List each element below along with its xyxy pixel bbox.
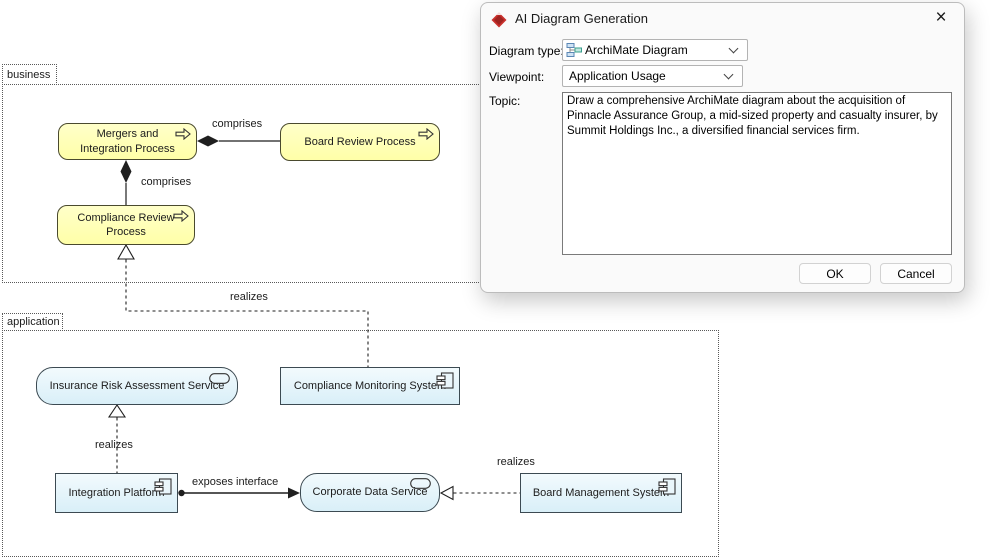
diagram-type-select[interactable]: ArchiMate Diagram	[562, 39, 748, 61]
chevron-down-icon	[728, 43, 739, 54]
application-service-icon	[209, 373, 230, 384]
node-label: Board Review Process	[304, 135, 416, 148]
component-icon	[436, 372, 454, 389]
node-corporate-data-service[interactable]: Corporate Data Service	[300, 473, 440, 512]
node-label: Corporate Data Service	[312, 486, 428, 499]
ai-diagram-generation-dialog: AI Diagram Generation × Diagram type: Ar…	[480, 2, 965, 293]
node-board-review-process[interactable]: Board Review Process	[280, 123, 440, 161]
node-label: Integration Platform	[68, 486, 165, 499]
node-label: Mergers and Integration Process	[80, 128, 175, 155]
node-compliance-review-process[interactable]: Compliance Review Process	[57, 205, 195, 245]
group-tab-application[interactable]: application	[2, 313, 63, 331]
application-service-icon	[410, 478, 431, 489]
node-label: Compliance Review Process	[77, 211, 175, 238]
viewpoint-label: Viewpoint:	[489, 70, 545, 84]
business-process-icon	[418, 127, 434, 141]
node-board-management-system[interactable]: Board Management System	[520, 473, 682, 513]
component-icon	[658, 478, 676, 495]
edge-label-comprises-2[interactable]: comprises	[141, 176, 192, 188]
node-integration-platform[interactable]: Integration Platform	[55, 473, 178, 513]
node-insurance-risk-assessment-service[interactable]: Insurance Risk Assessment Service	[36, 367, 238, 405]
ok-button[interactable]: OK	[799, 263, 871, 284]
edge-label-realizes-3[interactable]: realizes	[497, 456, 535, 468]
group-tab-business[interactable]: business	[2, 64, 57, 85]
edge-label-realizes-1[interactable]: realizes	[230, 291, 268, 303]
node-label: Insurance Risk Assessment Service	[49, 379, 225, 392]
node-compliance-monitoring-system[interactable]: Compliance Monitoring System	[280, 367, 460, 405]
archimate-diagram-icon	[566, 42, 582, 58]
edge-label-exposes-interface[interactable]: exposes interface	[192, 476, 279, 488]
edge-label-comprises-1[interactable]: comprises	[212, 118, 263, 130]
viewpoint-select[interactable]: Application Usage	[562, 65, 743, 87]
topic-label: Topic:	[489, 94, 521, 108]
node-label: Compliance Monitoring System	[293, 379, 447, 392]
business-process-icon	[173, 209, 189, 223]
edge-label-realizes-2[interactable]: realizes	[95, 439, 133, 451]
viewpoint-value: Application Usage	[569, 69, 666, 83]
group-label-business: business	[7, 68, 51, 81]
diagram-type-label: Diagram type:	[489, 44, 564, 58]
business-process-icon	[175, 127, 191, 141]
diagram-type-value: ArchiMate Diagram	[585, 43, 688, 57]
node-label: Board Management System	[532, 486, 670, 499]
chevron-down-icon	[723, 69, 734, 80]
visual-paradigm-logo-icon	[491, 12, 507, 28]
node-mergers-integration-process[interactable]: Mergers and Integration Process	[58, 123, 197, 160]
close-icon[interactable]: ×	[935, 7, 947, 28]
topic-input[interactable]: Draw a comprehensive ArchiMate diagram a…	[562, 92, 952, 255]
dialog-title: AI Diagram Generation	[515, 11, 648, 26]
group-label-application: application	[7, 316, 60, 328]
cancel-button[interactable]: Cancel	[880, 263, 952, 284]
component-icon	[154, 478, 172, 495]
